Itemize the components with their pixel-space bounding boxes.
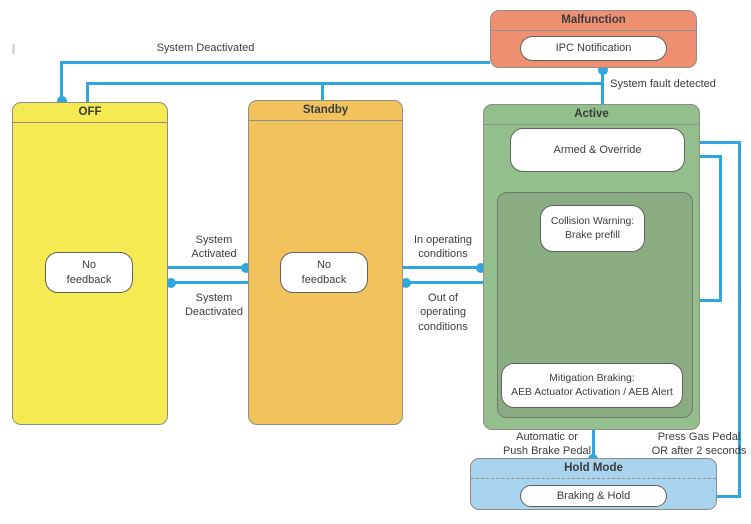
connector-region-armed-v — [719, 155, 722, 302]
connector-region-armed-h2 — [692, 299, 722, 302]
label-system-fault-detected: System fault detected — [610, 78, 716, 90]
connector-standby-active-in — [403, 266, 483, 269]
label-automatic-or-brake: Automatic or Push Brake Pedal — [502, 431, 592, 458]
arrow-dot-active-left — [476, 263, 486, 273]
state-hold-mode-title: Hold Mode — [471, 459, 716, 479]
substate-mitigation-braking: Mitigation Braking: AEB Actuator Activat… — [501, 363, 683, 408]
label-press-gas-pedal: Press Gas Pedal OR after 2 seconds — [651, 431, 747, 458]
arrow-dot-standby-right — [401, 278, 411, 288]
connector-standby-off-deactivated — [168, 281, 248, 284]
connector-region-armed-h1 — [685, 155, 722, 158]
connector-malfunction-to-off-h — [61, 61, 490, 64]
connector-malfunction-to-off-v — [60, 61, 63, 102]
page-edge-artifact — [12, 44, 15, 54]
arrow-dot-off-top — [57, 96, 67, 106]
label-system-activated: System Activated — [191, 234, 237, 261]
connector-fault-h — [86, 82, 604, 85]
connector-off-standby-activated — [168, 266, 248, 269]
connector-hold-armed-h2 — [717, 495, 741, 498]
connector-fault-v-off — [86, 82, 89, 102]
substate-armed-override: Armed & Override — [510, 128, 685, 172]
substate-standby-no-feedback: No feedback — [280, 252, 368, 293]
connector-fault-v-active — [601, 68, 604, 104]
connector-fault-v-standby — [321, 82, 324, 100]
arrow-dot-standby-left — [241, 263, 251, 273]
connector-hold-armed-v — [738, 141, 741, 497]
arrow-dot-off-right — [166, 278, 176, 288]
label-system-deactivated-top: System Deactivated — [156, 42, 255, 54]
state-active-title: Active — [484, 105, 699, 125]
state-off-title: OFF — [13, 103, 167, 123]
label-system-deactivated-mid: System Deactivated — [184, 292, 244, 319]
substate-ipc-notification: IPC Notification — [520, 36, 667, 61]
label-out-operating-conditions: Out of operating conditions — [418, 292, 468, 333]
arrow-dot-malfunction-bottom — [598, 65, 608, 75]
substate-collision-warning: Collision Warning: Brake prefill — [540, 205, 645, 252]
substate-braking-hold: Braking & Hold — [520, 485, 667, 507]
substate-off-no-feedback: No feedback — [45, 252, 133, 293]
connector-mitigation-hold — [592, 408, 595, 461]
connector-hold-armed-h1 — [685, 141, 741, 144]
state-standby-title: Standby — [249, 101, 402, 121]
connector-active-standby-out — [403, 281, 483, 284]
state-malfunction-title: Malfunction — [491, 11, 696, 31]
label-in-operating-conditions: In operating conditions — [413, 234, 473, 261]
